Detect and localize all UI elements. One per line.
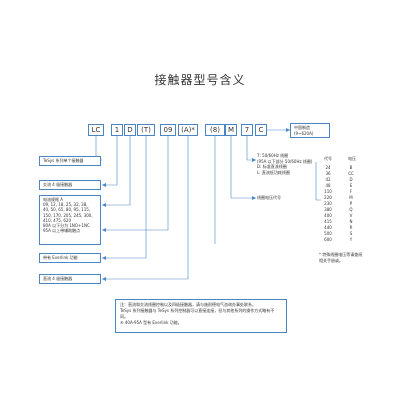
voltage-value: 36 bbox=[325, 171, 331, 176]
voltage-code: F bbox=[349, 189, 353, 194]
voltage-value: 110 bbox=[324, 189, 332, 194]
voltage-value: 415 bbox=[324, 219, 332, 224]
voltage-code: N bbox=[349, 219, 353, 224]
voltage-value: 500 bbox=[324, 231, 332, 236]
table-footnote: * 特殊线圈电压等请查阅 相关手册或。 bbox=[319, 252, 363, 263]
voltage-value: 42 bbox=[325, 177, 331, 182]
voltage-code: B bbox=[349, 165, 353, 170]
connector-t bbox=[102, 136, 147, 259]
code-part-1: 1 bbox=[111, 124, 123, 136]
connector-a bbox=[102, 136, 189, 280]
code-part-09: 09 bbox=[160, 124, 176, 136]
voltage-code: CC bbox=[348, 171, 354, 176]
connector-m bbox=[230, 136, 256, 199]
made-in-china-label: 中国制造 (9~620A) bbox=[290, 123, 330, 138]
voltage-value: 230 bbox=[324, 201, 332, 206]
code-part-d: D bbox=[124, 124, 136, 136]
label-tesys-contactor: TeSys 系列单个接触器 bbox=[39, 156, 101, 166]
table-header-voltage: 电压 bbox=[348, 156, 356, 161]
voltage-value: 600 bbox=[324, 237, 332, 242]
coil-voltage-code-label: 线圈电压代号 bbox=[257, 195, 281, 200]
coil-description: 7: 50/60Hz 线圈 (95A 以下部分 50/60Hz 线圈) D: 标… bbox=[257, 153, 313, 175]
table-header-code: 代号 bbox=[324, 156, 332, 161]
voltage-code: D bbox=[349, 177, 353, 182]
code-part-8: (8) bbox=[205, 124, 225, 136]
voltage-code: S bbox=[349, 231, 353, 236]
label-ac-4pole: 交流 4 极接触器 bbox=[39, 180, 101, 190]
voltage-value: 400 bbox=[324, 213, 332, 218]
voltage-value: 440 bbox=[324, 225, 332, 230]
voltage-value: 48 bbox=[325, 183, 331, 188]
code-part-lc: LC bbox=[88, 124, 104, 136]
connector-1 bbox=[102, 136, 118, 186]
voltage-code: Q bbox=[349, 207, 353, 212]
connector-09 bbox=[102, 136, 169, 231]
voltage-value: 380 bbox=[324, 207, 332, 212]
voltage-code: R bbox=[349, 225, 353, 230]
voltage-code: E bbox=[349, 183, 353, 188]
label-dc-4pole: 直流 4 极接触器 bbox=[39, 274, 101, 284]
voltage-value: 220 bbox=[324, 195, 332, 200]
page-title: 接触器型号含义 bbox=[154, 73, 246, 87]
label-everlink: 带有 Everlink 功能 bbox=[39, 253, 101, 263]
code-part-t: (T) bbox=[137, 124, 155, 136]
connector-d bbox=[102, 136, 131, 206]
code-part-7: 7 bbox=[241, 124, 253, 136]
voltage-code: M bbox=[349, 195, 353, 200]
voltage-code: Y bbox=[349, 237, 353, 242]
voltage-code: P bbox=[349, 201, 353, 206]
connector-7 bbox=[246, 136, 256, 161]
voltage-code: V bbox=[349, 213, 353, 218]
code-part-c: C bbox=[255, 124, 267, 136]
code-part-m: M bbox=[225, 124, 237, 136]
voltage-value: 24 bbox=[325, 165, 331, 170]
connector-table bbox=[315, 162, 321, 201]
note-box: 注：直流和交流线圈控制以及四极接触器，请与施耐德电气咨询办事处联系。 TeSys… bbox=[115, 299, 287, 333]
code-part-a: (A)* bbox=[178, 124, 198, 136]
label-current-rating: 电流规格 A 09, 12, 18, 25, 32, 38, 40, 50, 6… bbox=[39, 195, 101, 245]
